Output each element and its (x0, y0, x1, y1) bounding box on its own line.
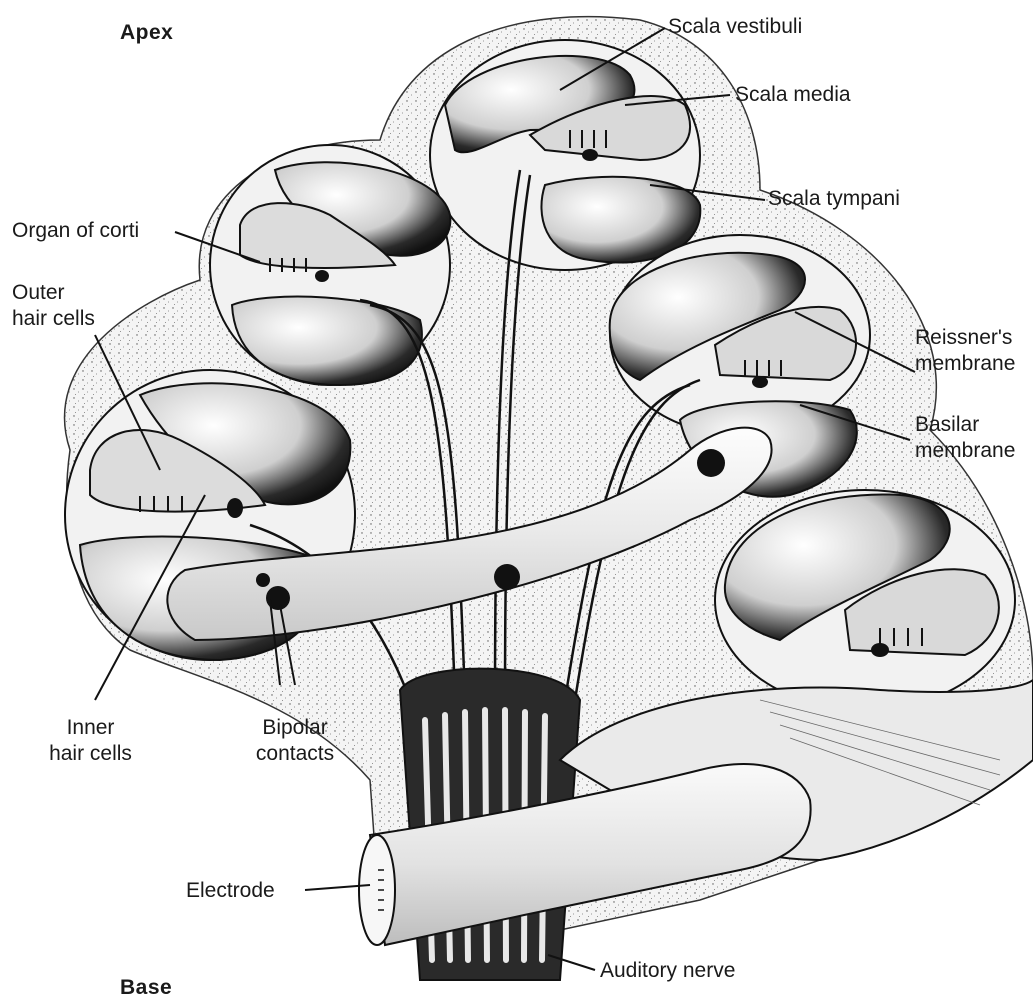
bipolar-contacts-label: Bipolar contacts (240, 715, 350, 767)
organ-of-corti-label: Organ of corti (12, 218, 139, 244)
cochlear-turn-left-upper (210, 145, 450, 385)
base-label: Base (120, 975, 172, 1001)
basilar-membrane-label: Basilar membrane (915, 412, 1015, 464)
cochlear-turn-right-lower (715, 490, 1015, 710)
cochlear-turn-apex (430, 40, 700, 270)
outer-hair-cells-label: Outer hair cells (12, 280, 95, 332)
electrode-label: Electrode (186, 878, 275, 904)
apex-label: Apex (120, 20, 173, 46)
scala-vestibuli-label: Scala vestibuli (668, 14, 802, 40)
reissners-membrane-label: Reissner's membrane (915, 325, 1015, 377)
scala-media-label: Scala media (735, 82, 851, 108)
scala-tympani-label: Scala tympani (768, 186, 900, 212)
auditory-nerve-label: Auditory nerve (600, 958, 735, 984)
inner-hair-cells-label: Inner hair cells (38, 715, 143, 767)
